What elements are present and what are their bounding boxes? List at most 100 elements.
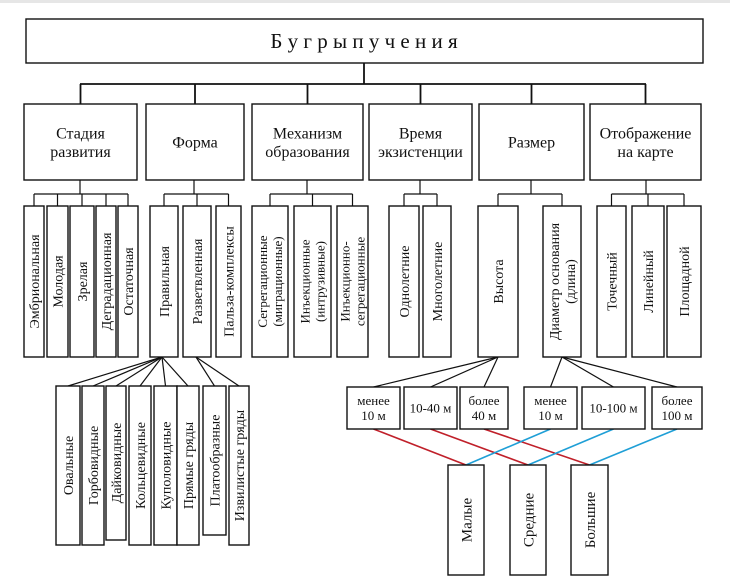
time-item-label: Однолетние xyxy=(398,246,413,318)
stage-item-label: Зрелая xyxy=(76,261,91,301)
mechanism-item-label: Сегрегационные xyxy=(255,235,270,327)
size-class-2-frame xyxy=(570,464,609,576)
diameter-range-0-frame xyxy=(523,386,578,430)
category-size: Размер xyxy=(478,103,585,181)
map-item-label: Площадной xyxy=(678,246,693,317)
category-label: развития xyxy=(50,144,111,161)
form-shape-label: Дайковидные xyxy=(110,423,125,504)
category-stage: Стадия развития xyxy=(23,103,138,181)
category-label: на карте xyxy=(617,144,673,161)
form-shape-6-frame xyxy=(202,385,227,536)
mechanism-item-0-frame xyxy=(251,205,289,358)
title-box: Б у г р ы п у ч е н и я xyxy=(25,18,704,64)
size-item-label: (длина) xyxy=(564,259,579,304)
size-class-2: Большие xyxy=(570,464,609,576)
size-class-label: Средние xyxy=(521,493,537,548)
mechanism-item-label: Инъекционные xyxy=(298,239,313,323)
diameter-range-label: 10 м xyxy=(538,408,562,423)
size-class-0: Малые xyxy=(447,464,485,576)
form-shape-4: Куполовидные xyxy=(153,385,178,546)
stage-item-label: Деградационная xyxy=(100,232,115,330)
mechanism-item-1-frame xyxy=(293,205,332,358)
height-range-0-frame xyxy=(346,386,401,430)
size-item-0-frame xyxy=(477,205,519,358)
form-shape-label: Прямые гряды xyxy=(182,421,197,509)
connector-line xyxy=(483,356,499,388)
category-size-frame xyxy=(478,103,585,181)
mechanism-item-label: Инъекционно- xyxy=(338,241,353,321)
form-shape-1: Горбовидные xyxy=(81,385,105,546)
mechanism-item-2: Инъекционно-сегрегационные xyxy=(336,205,369,358)
mechanism-item-label: (миграционные) xyxy=(270,236,285,326)
map-item-1-frame xyxy=(631,205,665,358)
map-item-label: Линейный xyxy=(642,250,657,313)
connector-line xyxy=(67,356,163,387)
height-to-class-link xyxy=(430,428,529,466)
map-item-2: Площадной xyxy=(666,205,702,358)
form-shape-3-frame xyxy=(128,385,152,546)
height-range-label: менее xyxy=(357,393,390,408)
size-item-label: Высота xyxy=(492,259,507,304)
map-item-0: Точечный xyxy=(596,205,627,358)
category-label: Форма xyxy=(172,135,218,152)
form-shape-label: Извилистые гряды xyxy=(233,409,248,521)
size-class-label: Большие xyxy=(583,491,599,548)
size-item-1: Диаметр основания(длина) xyxy=(542,205,582,358)
height-range-label: более xyxy=(469,393,500,408)
size-class-0-frame xyxy=(447,464,485,576)
diameter-range-1-frame xyxy=(581,386,646,430)
height-range-label: 10-40 м xyxy=(410,401,452,416)
diameter-range-label: 10-100 м xyxy=(589,401,637,416)
size-class-label: Малые xyxy=(459,497,475,542)
map-item-1: Линейный xyxy=(631,205,665,358)
stage-item-label: Остаточная xyxy=(122,247,137,316)
map-item-0-frame xyxy=(596,205,627,358)
size-item-0: Высота xyxy=(477,205,519,358)
category-mechanism-frame xyxy=(251,103,364,181)
diameter-range-1: 10-100 м xyxy=(581,386,646,430)
form-item-1-frame xyxy=(182,205,212,358)
diameter-to-class-link xyxy=(589,428,678,466)
connector-line xyxy=(561,356,614,388)
size-class-1: Средние xyxy=(509,464,547,576)
connector-lines xyxy=(33,63,685,388)
time-item-1: Многолетние xyxy=(422,205,452,358)
stage-item-1: Молодая xyxy=(46,205,69,358)
diagram-title: Б у г р ы п у ч е н и я xyxy=(270,29,458,53)
category-label: образования xyxy=(265,144,350,161)
form-shape-5-frame xyxy=(176,385,200,546)
size-class-1-frame xyxy=(509,464,547,576)
stage-item-0: Эмбриональная xyxy=(23,205,45,358)
connector-line xyxy=(139,356,163,387)
connector-line xyxy=(195,356,216,387)
form-item-0-frame xyxy=(149,205,179,358)
mechanism-item-0: Сегрегационные(миграционные) xyxy=(251,205,289,358)
mechanism-item-2-frame xyxy=(336,205,369,358)
diameter-range-label: более xyxy=(662,393,693,408)
stage-item-3: Деградационная xyxy=(95,205,117,358)
connector-line xyxy=(373,356,499,388)
map-item-label: Точечный xyxy=(605,252,620,311)
form-shape-label: Платообразные xyxy=(208,415,223,507)
height-range-2-frame xyxy=(459,386,509,430)
stage-item-4-frame xyxy=(117,205,139,358)
category-time-frame xyxy=(368,103,473,181)
form-shape-label: Кольцевидные xyxy=(134,422,149,509)
diameter-range-label: менее xyxy=(534,393,567,408)
category-label: Механизм xyxy=(273,125,342,142)
time-item-label: Многолетние xyxy=(431,242,446,322)
stage-item-2: Зрелая xyxy=(69,205,95,358)
form-item-1: Разветвленная xyxy=(182,205,212,358)
form-shape-label: Овальные xyxy=(62,436,77,495)
connector-line xyxy=(161,356,167,387)
map-item-2-frame xyxy=(666,205,702,358)
form-shape-7: Извилистые гряды xyxy=(228,385,250,546)
category-label: Размер xyxy=(508,135,555,152)
category-label: Стадия xyxy=(56,125,105,142)
diameter-range-label: 100 м xyxy=(662,408,693,423)
